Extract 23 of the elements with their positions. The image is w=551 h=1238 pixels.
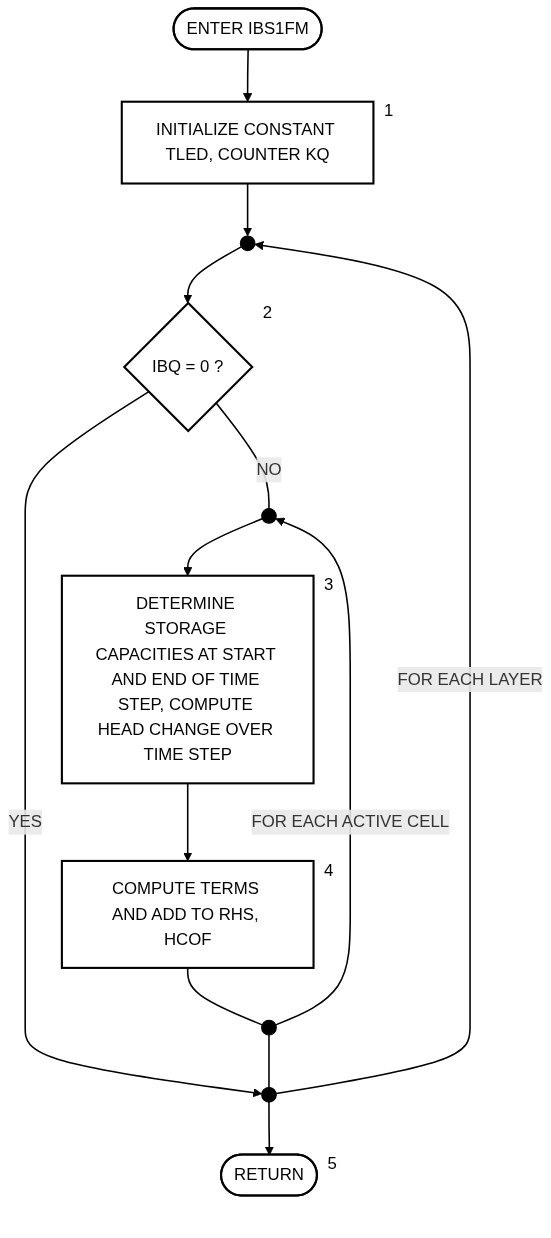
arrow — [254, 241, 471, 1095]
node-diamond: IBQ = 0 ? — [122, 301, 254, 433]
edge-label: FOR EACH ACTIVE CELL — [251, 812, 450, 831]
edge-label: FOR EACH LAYER — [397, 670, 543, 688]
node-circle — [239, 235, 256, 252]
node-circle — [261, 1019, 277, 1036]
step-number: 5 — [327, 1154, 337, 1174]
node-box: INITIALIZE CONSTANT TLED, COUNTER KQ — [120, 100, 375, 185]
arrow — [183, 246, 242, 304]
step-number: 4 — [324, 860, 334, 880]
connector — [268, 1034, 270, 1089]
node-circle — [261, 508, 277, 524]
step-number: 2 — [262, 302, 273, 322]
arrow — [24, 391, 263, 1098]
node-box: COMPUTE TERMS AND ADD TO RHS, HCOF — [60, 859, 315, 969]
node-circle — [261, 1086, 277, 1103]
step-number: 3 — [324, 575, 334, 595]
node-box: DETERMINE STORAGE CAPACITIES AT START AND END OF TIME STEP, COMPUTE HEAD CHANGE OVER TIME STEP — [60, 574, 315, 785]
edge-label: YES — [8, 812, 42, 831]
connector — [186, 967, 263, 1026]
arrow — [274, 517, 352, 1026]
step-number: 1 — [383, 101, 394, 121]
edge-label: NO — [256, 460, 282, 479]
